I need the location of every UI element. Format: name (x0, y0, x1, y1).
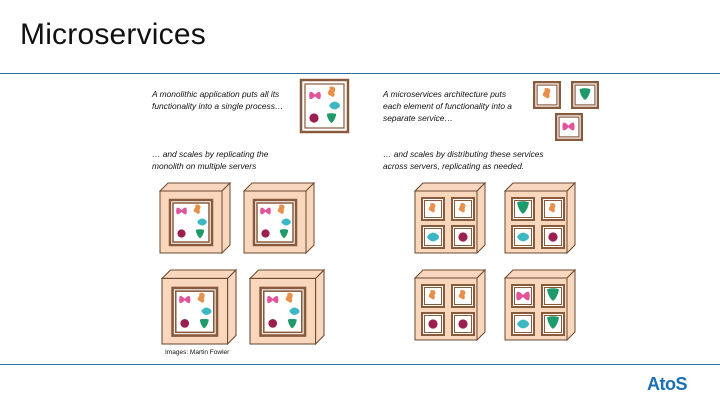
bottom-divider (0, 364, 720, 365)
microservice-caption: A microservices architecture puts each e… (383, 89, 512, 123)
monolith-scale-caption: … and scales by replicating the monolith… (152, 149, 269, 171)
slide-title: Microservices (20, 18, 206, 51)
image-credit: Images: Martin Fowler (165, 349, 230, 356)
atos-logo: AtoS (647, 374, 688, 394)
microservice-server-grid (414, 182, 576, 341)
monolith-process-icon (299, 78, 350, 134)
microservice-icons (533, 81, 599, 141)
monolith-server-grid (160, 183, 324, 344)
top-divider (0, 73, 720, 74)
monolith-process-caption: A monolithic application puts all its fu… (152, 89, 284, 111)
microservice-scale-caption: … and scales by distributing these servi… (383, 149, 544, 171)
